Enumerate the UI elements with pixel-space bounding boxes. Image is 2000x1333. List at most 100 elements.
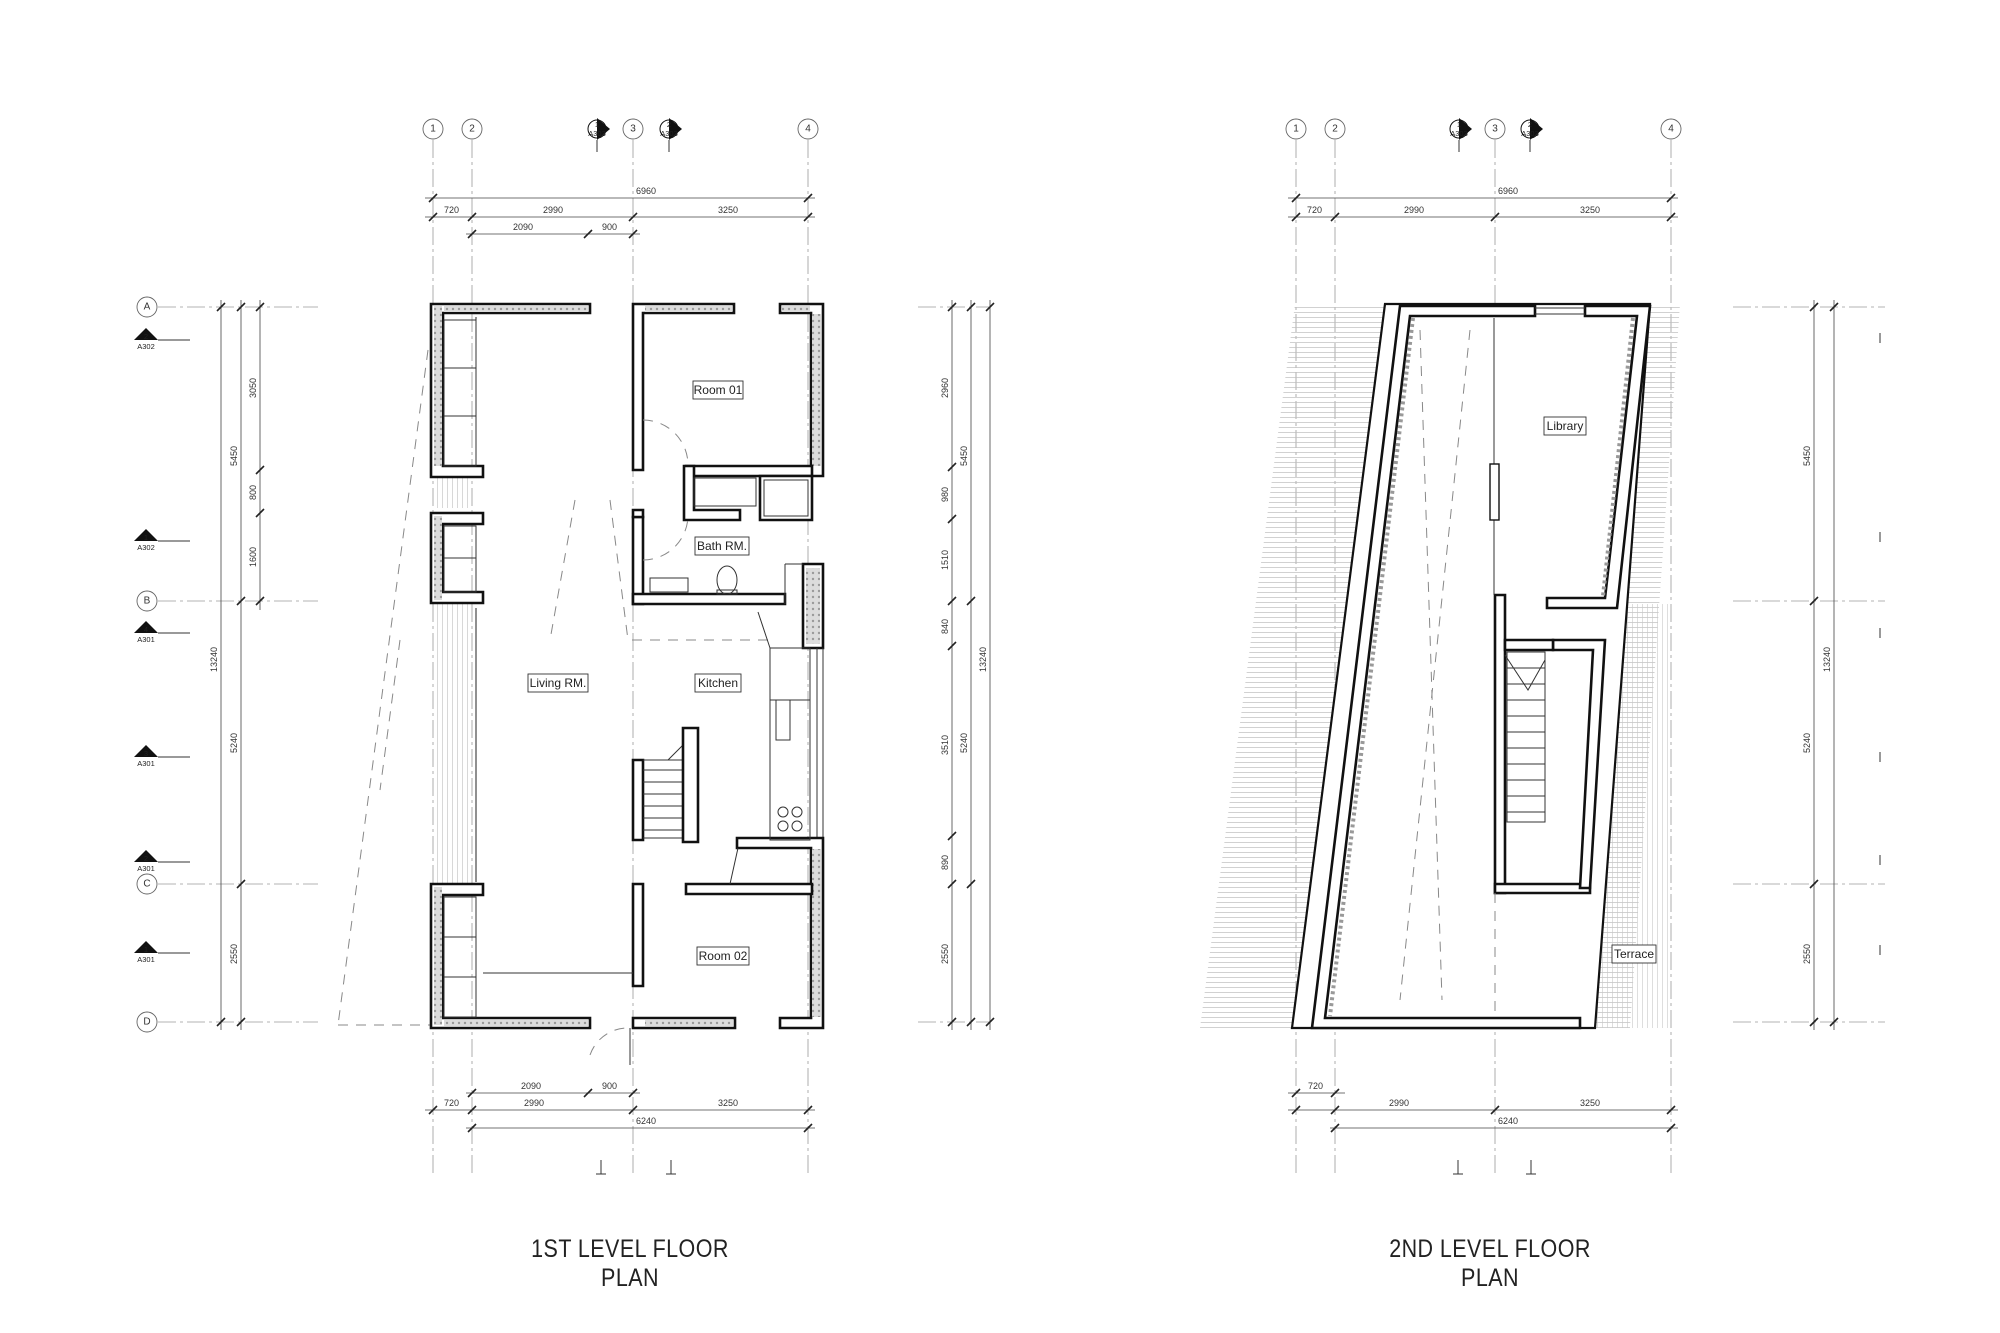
svg-text:1: 1 (430, 124, 436, 135)
svg-text:2: 2 (667, 120, 671, 129)
svg-text:4: 4 (144, 625, 148, 634)
svg-text:800: 800 (248, 485, 258, 500)
svg-text:2990: 2990 (524, 1098, 544, 1108)
plan1-deck (337, 349, 770, 1026)
grid-bubble-2-col-4: 4 (1660, 118, 1682, 140)
grid-bubble-col-1: 1 (422, 118, 444, 140)
svg-text:3050: 3050 (248, 378, 258, 398)
svg-text:2990: 2990 (1404, 205, 1424, 215)
plan2-section-marks-top: 1 A303 2 A303 (1449, 118, 1543, 152)
plan-title-first-level: 1ST LEVEL FLOOR PLAN (531, 1235, 729, 1292)
svg-text:Room 02: Room 02 (699, 949, 748, 963)
svg-text:2: 2 (469, 124, 475, 135)
svg-text:3250: 3250 (1580, 205, 1600, 215)
svg-text:13240: 13240 (1822, 647, 1832, 672)
svg-text:6240: 6240 (636, 1116, 656, 1126)
svg-text:A302: A302 (137, 342, 155, 351)
svg-text:A303: A303 (1521, 129, 1539, 138)
grid-bubble-row-d: D (136, 1011, 158, 1033)
svg-text:A303: A303 (588, 129, 606, 138)
svg-text:3250: 3250 (718, 205, 738, 215)
svg-text:A: A (144, 302, 151, 313)
plan1-room-labels: Room 01 Bath RM. Living RM. Kitchen Room… (527, 380, 750, 966)
svg-text:3: 3 (144, 749, 148, 758)
svg-text:B: B (144, 596, 151, 607)
plan2-dimensions-bottom: 720 2990 3250 6240 (1288, 1081, 1678, 1175)
section-mark-2-1-a303: 1 A303 (1449, 118, 1472, 152)
plan2-dimensions-top: 6960 720 2990 3250 (1288, 186, 1678, 222)
svg-text:720: 720 (444, 1098, 459, 1108)
section-mark-2-a303: 2 A303 (659, 118, 682, 152)
svg-text:900: 900 (602, 1081, 617, 1091)
svg-text:720: 720 (1307, 205, 1322, 215)
svg-text:2: 2 (144, 332, 148, 341)
svg-text:Library: Library (1547, 419, 1584, 433)
svg-text:5450: 5450 (1802, 446, 1812, 466)
svg-text:2: 2 (1332, 124, 1338, 135)
svg-text:2990: 2990 (543, 205, 563, 215)
svg-text:900: 900 (602, 222, 617, 232)
svg-text:5240: 5240 (1802, 733, 1812, 753)
svg-text:2550: 2550 (940, 944, 950, 964)
plan1-furniture (443, 319, 811, 1065)
room-label-bath-rm: Bath RM. (694, 536, 750, 556)
svg-text:840: 840 (940, 619, 950, 634)
grid-bubble-row-b: B (136, 590, 158, 612)
svg-text:3: 3 (1492, 124, 1498, 135)
svg-text:A301: A301 (137, 955, 155, 964)
room-label-library: Library (1543, 416, 1587, 436)
svg-text:5240: 5240 (229, 733, 239, 753)
svg-text:A301: A301 (137, 635, 155, 644)
svg-text:3: 3 (630, 124, 636, 135)
svg-text:A302: A302 (137, 543, 155, 552)
svg-text:6240: 6240 (1498, 1116, 1518, 1126)
svg-text:1: 1 (1457, 120, 1461, 129)
grid-bubble-row-a: A (136, 296, 158, 318)
svg-text:2090: 2090 (521, 1081, 541, 1091)
plan1-walls (429, 302, 825, 1030)
grid-bubble-col-2: 2 (461, 118, 483, 140)
grid-bubble-col-4: 4 (797, 118, 819, 140)
svg-text:3250: 3250 (1580, 1098, 1600, 1108)
svg-text:720: 720 (444, 205, 459, 215)
grid-bubble-2-col-3: 3 (1484, 118, 1506, 140)
plan-title-second-level: 2ND LEVEL FLOOR PLAN (1389, 1235, 1591, 1292)
svg-text:1: 1 (144, 945, 148, 954)
section-mark-2-2-a303: 2 A303 (1520, 118, 1543, 152)
plan1-dimensions-right: 2960 980 1510 840 3510 890 2550 5450 524… (940, 300, 995, 1030)
grid-bubble-2-col-1: 1 (1285, 118, 1307, 140)
room-label-room-02: Room 02 (696, 946, 750, 966)
room-label-room-01: Room 01 (692, 380, 744, 400)
svg-text:Terrace: Terrace (1614, 947, 1654, 961)
svg-text:6960: 6960 (1498, 186, 1518, 196)
svg-text:2: 2 (1528, 120, 1532, 129)
svg-text:Room 01: Room 01 (694, 383, 743, 397)
svg-text:2: 2 (144, 854, 148, 863)
plan2-room-labels: Library Terrace (1543, 416, 1657, 964)
svg-text:1: 1 (1293, 124, 1299, 135)
svg-text:Kitchen: Kitchen (698, 676, 738, 690)
svg-text:2090: 2090 (513, 222, 533, 232)
plan2-walls (1290, 302, 1652, 1030)
svg-text:2990: 2990 (1389, 1098, 1409, 1108)
plan1-grid-bubbles: 1 2 3 4 A B C D (136, 118, 819, 1033)
svg-text:980: 980 (940, 487, 950, 502)
grid-bubble-2-col-2: 2 (1324, 118, 1346, 140)
plan-2: 1 2 3 4 1 A303 2 A303 (1200, 118, 1885, 1175)
svg-text:C: C (143, 879, 150, 890)
svg-text:5450: 5450 (959, 446, 969, 466)
svg-text:A301: A301 (137, 759, 155, 768)
svg-text:2550: 2550 (229, 944, 239, 964)
svg-text:13240: 13240 (209, 647, 219, 672)
plan1-dimensions-left: 13240 5450 5240 2550 3050 800 1600 (209, 300, 265, 1030)
svg-text:D: D (143, 1017, 150, 1028)
svg-text:Living RM.: Living RM. (530, 676, 587, 690)
plan2-grid-bubbles: 1 2 3 4 (1285, 118, 1682, 140)
svg-text:3510: 3510 (940, 735, 950, 755)
plan-1: 1 2 3 4 A B C D 1 A303 2 A303 (134, 118, 995, 1175)
svg-text:A303: A303 (1450, 129, 1468, 138)
